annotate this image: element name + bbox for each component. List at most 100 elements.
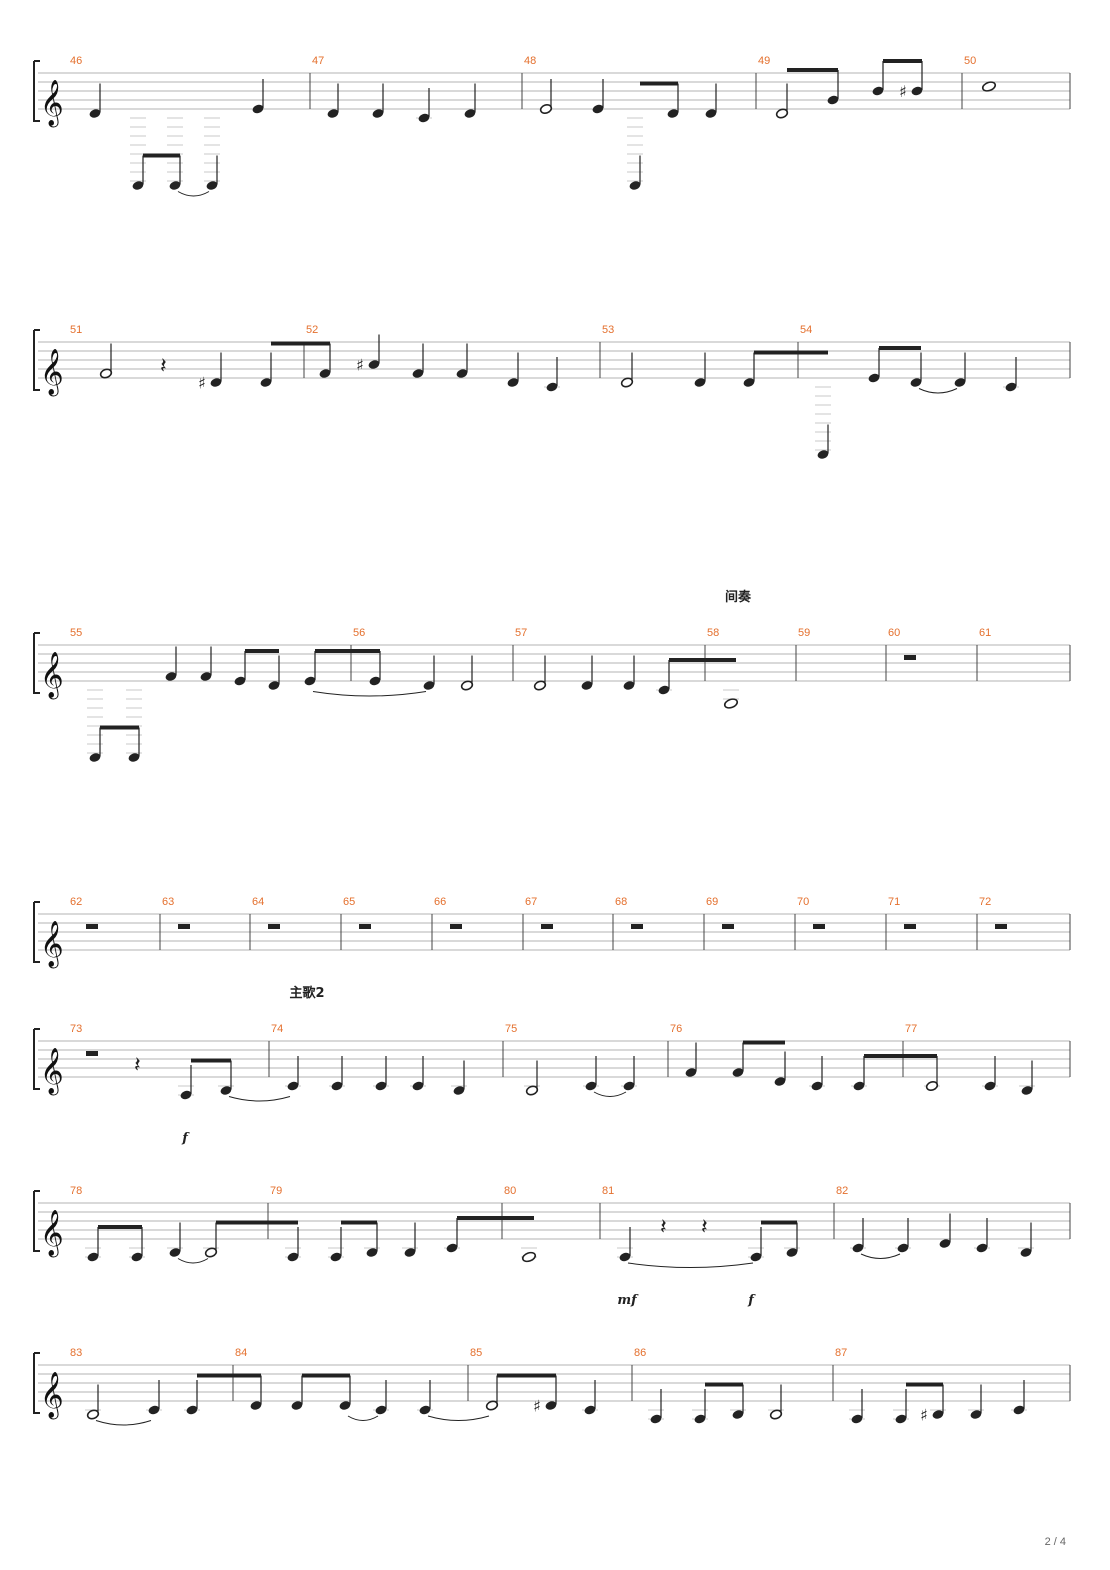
note-head — [220, 1086, 232, 1095]
note-head — [817, 450, 829, 459]
note-head — [623, 681, 635, 690]
note-head — [418, 113, 430, 123]
note-head — [872, 86, 884, 96]
note-head — [1020, 1248, 1032, 1257]
measure-number: 79 — [270, 1185, 282, 1197]
measure-number: 83 — [70, 1347, 82, 1359]
measure-number: 51 — [70, 324, 82, 336]
note-head — [970, 1410, 982, 1419]
measure-number: 53 — [602, 324, 614, 336]
measure-number: 84 — [235, 1347, 247, 1359]
system-bracket — [33, 632, 40, 694]
page-number: 2 / 4 — [1044, 1536, 1066, 1548]
whole-rest-icon — [904, 924, 916, 929]
measure-number: 74 — [271, 1023, 283, 1035]
note-head — [369, 676, 381, 686]
measure-number: 56 — [353, 627, 365, 639]
note-head — [464, 109, 476, 118]
measure-number: 67 — [525, 896, 537, 908]
note-head — [851, 1414, 863, 1424]
note-head — [694, 1414, 706, 1424]
whole-rest-icon — [541, 924, 553, 929]
note-head — [260, 378, 272, 387]
note-head — [650, 1414, 662, 1424]
note-head — [853, 1081, 865, 1091]
note-head — [148, 1405, 160, 1415]
note-head — [456, 369, 468, 378]
note-head — [981, 81, 997, 92]
note-head — [584, 1405, 596, 1415]
measure-number: 75 — [505, 1023, 517, 1035]
whole-rest-icon — [631, 924, 643, 929]
measure-number: 68 — [615, 896, 627, 908]
note-head — [1013, 1405, 1025, 1415]
quarter-rest-icon: 𝄽 — [160, 354, 167, 379]
measure-number: 81 — [602, 1185, 614, 1197]
note-head — [750, 1252, 762, 1262]
note-head — [250, 1401, 262, 1410]
tie — [593, 1091, 627, 1097]
measure-number: 82 — [836, 1185, 848, 1197]
treble-clef-icon: 𝄞 — [40, 1372, 64, 1420]
measure-number: 63 — [162, 896, 174, 908]
note-head — [268, 681, 280, 690]
note-head — [419, 1405, 431, 1415]
treble-clef-icon: 𝄞 — [40, 1210, 64, 1258]
tie — [627, 1262, 754, 1268]
note-head — [330, 1252, 342, 1262]
measure-number: 70 — [797, 896, 809, 908]
note-head — [507, 378, 519, 387]
treble-clef-icon: 𝄞 — [40, 80, 64, 128]
note-head — [545, 1401, 557, 1410]
note-head — [368, 360, 380, 369]
note-head — [423, 681, 435, 690]
note-head — [939, 1239, 951, 1248]
measure-number: 58 — [707, 627, 719, 639]
whole-rest-icon — [722, 924, 734, 929]
measure-number: 71 — [888, 896, 900, 908]
system-bracket — [33, 60, 40, 122]
system-bracket — [33, 1352, 40, 1414]
note-head — [128, 753, 140, 762]
measure-number: 46 — [70, 55, 82, 67]
measure-number: 61 — [979, 627, 991, 639]
note-head — [581, 681, 593, 690]
note-head — [667, 109, 679, 118]
note-head — [180, 1090, 192, 1100]
tie — [860, 1253, 901, 1259]
system-bracket — [33, 901, 40, 963]
whole-rest-icon — [86, 924, 98, 929]
note-head — [852, 1243, 864, 1253]
treble-clef-icon: 𝄞 — [40, 1048, 64, 1096]
note-head — [732, 1068, 744, 1077]
whole-rest-icon — [268, 924, 280, 929]
note-head — [932, 1410, 944, 1419]
whole-rest-icon — [813, 924, 825, 929]
measure-number: 86 — [634, 1347, 646, 1359]
measure-number: 55 — [70, 627, 82, 639]
tie — [918, 388, 958, 394]
note-head — [131, 1252, 143, 1262]
note-head — [705, 109, 717, 118]
note-head — [287, 1252, 299, 1262]
section-label: 间奏 — [725, 589, 752, 605]
whole-rest-icon — [450, 924, 462, 929]
measure-number: 76 — [670, 1023, 682, 1035]
tie — [177, 1258, 209, 1264]
note-head — [897, 1243, 909, 1253]
note-head — [954, 378, 966, 387]
measure-number: 50 — [964, 55, 976, 67]
note-head — [723, 698, 739, 709]
note-head — [252, 104, 264, 114]
measure-number: 66 — [434, 896, 446, 908]
measure-number: 47 — [312, 55, 324, 67]
note-head — [304, 676, 316, 686]
measure-number: 77 — [905, 1023, 917, 1035]
dynamic-mark: f — [181, 1131, 190, 1146]
note-head — [234, 676, 246, 686]
sharp-icon: ♯ — [533, 1397, 541, 1416]
note-head — [89, 753, 101, 762]
measure-number: 48 — [524, 55, 536, 67]
note-head — [331, 1081, 343, 1091]
measure-number: 73 — [70, 1023, 82, 1035]
